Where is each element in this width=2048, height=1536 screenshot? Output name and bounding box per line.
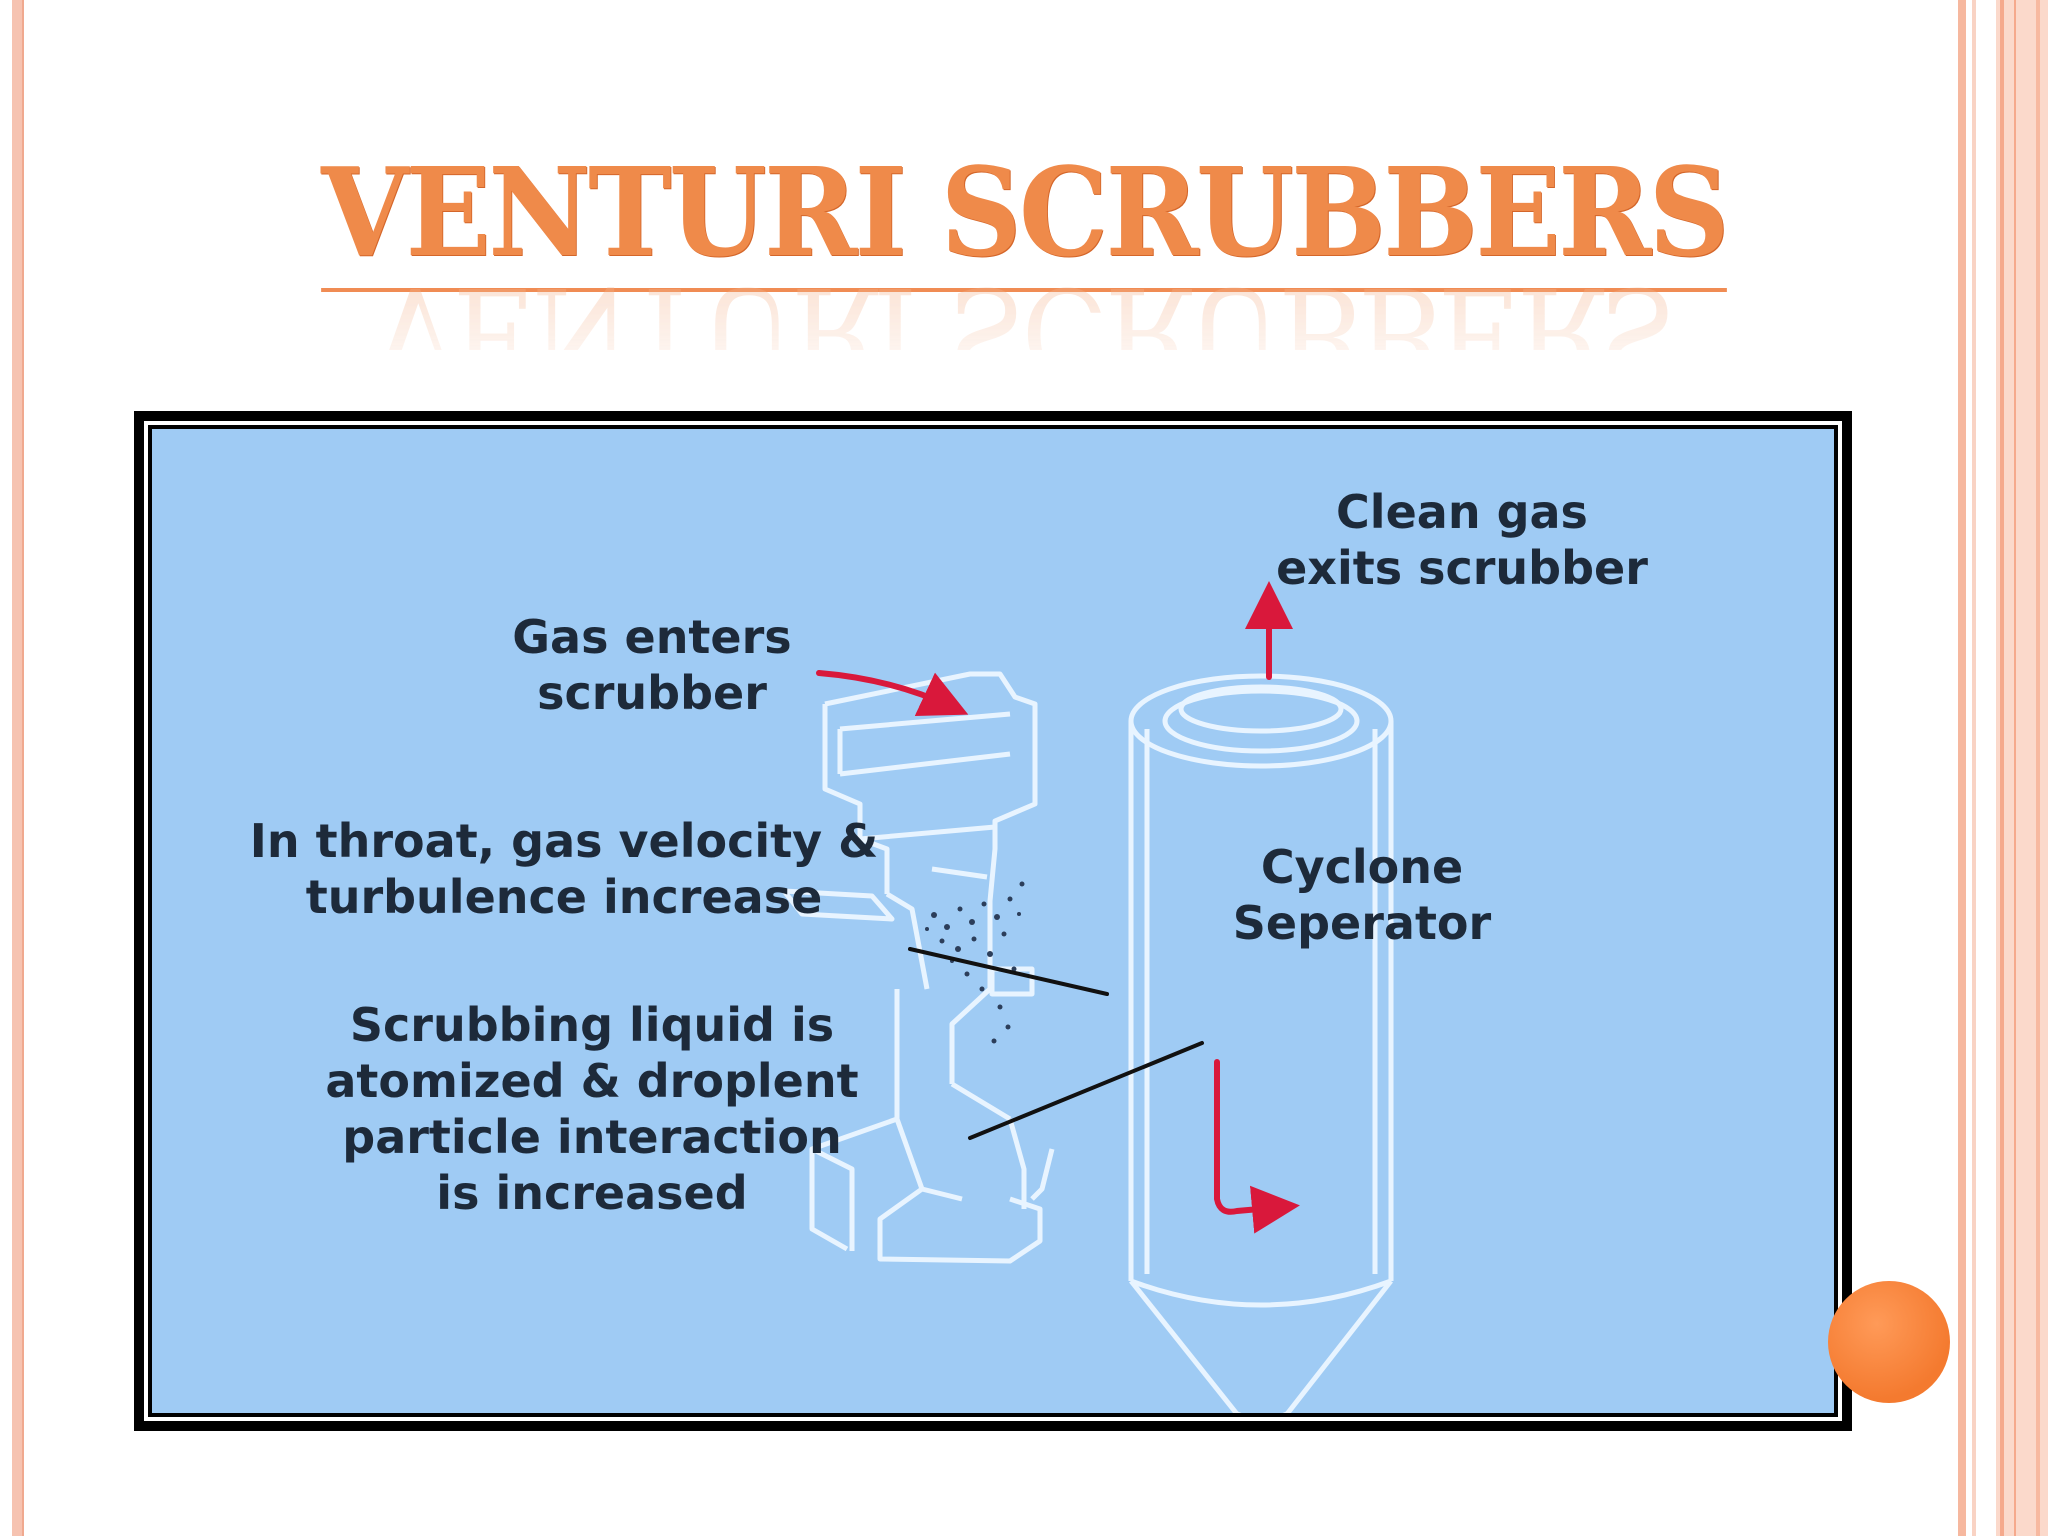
label-throat: In throat, gas velocity & turbulence inc…: [249, 814, 879, 924]
slide-title: VENTURI SCRUBBERS: [321, 140, 1730, 292]
label-cyclone-separator: Cyclone Seperator: [1232, 840, 1492, 950]
right-border-decoration: [1958, 0, 2048, 1536]
diagram-frame: Clean gas exits scrubber Gas enters scru…: [134, 411, 1852, 1431]
scrubber-illustration: [781, 581, 1394, 1413]
label-scrubbing-liquid: Scrubbing liquid is atomized & droplent …: [325, 998, 859, 1220]
slide-title-reflection: VENTURI SCRUBBERS: [374, 270, 1674, 350]
venturi-body-shape: [781, 671, 1055, 1264]
flow-arrows: [816, 581, 1300, 1234]
label-gas-enters: Gas enters scrubber: [512, 610, 792, 720]
leader-lines: [908, 947, 1204, 1140]
venturi-diagram: Clean gas exits scrubber Gas enters scru…: [152, 429, 1834, 1413]
left-border-decoration: [12, 0, 24, 1536]
cyclone-separator-shape: [1128, 673, 1394, 1413]
label-clean-gas: Clean gas exits scrubber: [1276, 485, 1648, 595]
decorative-orange-circle: [1828, 1281, 1950, 1403]
